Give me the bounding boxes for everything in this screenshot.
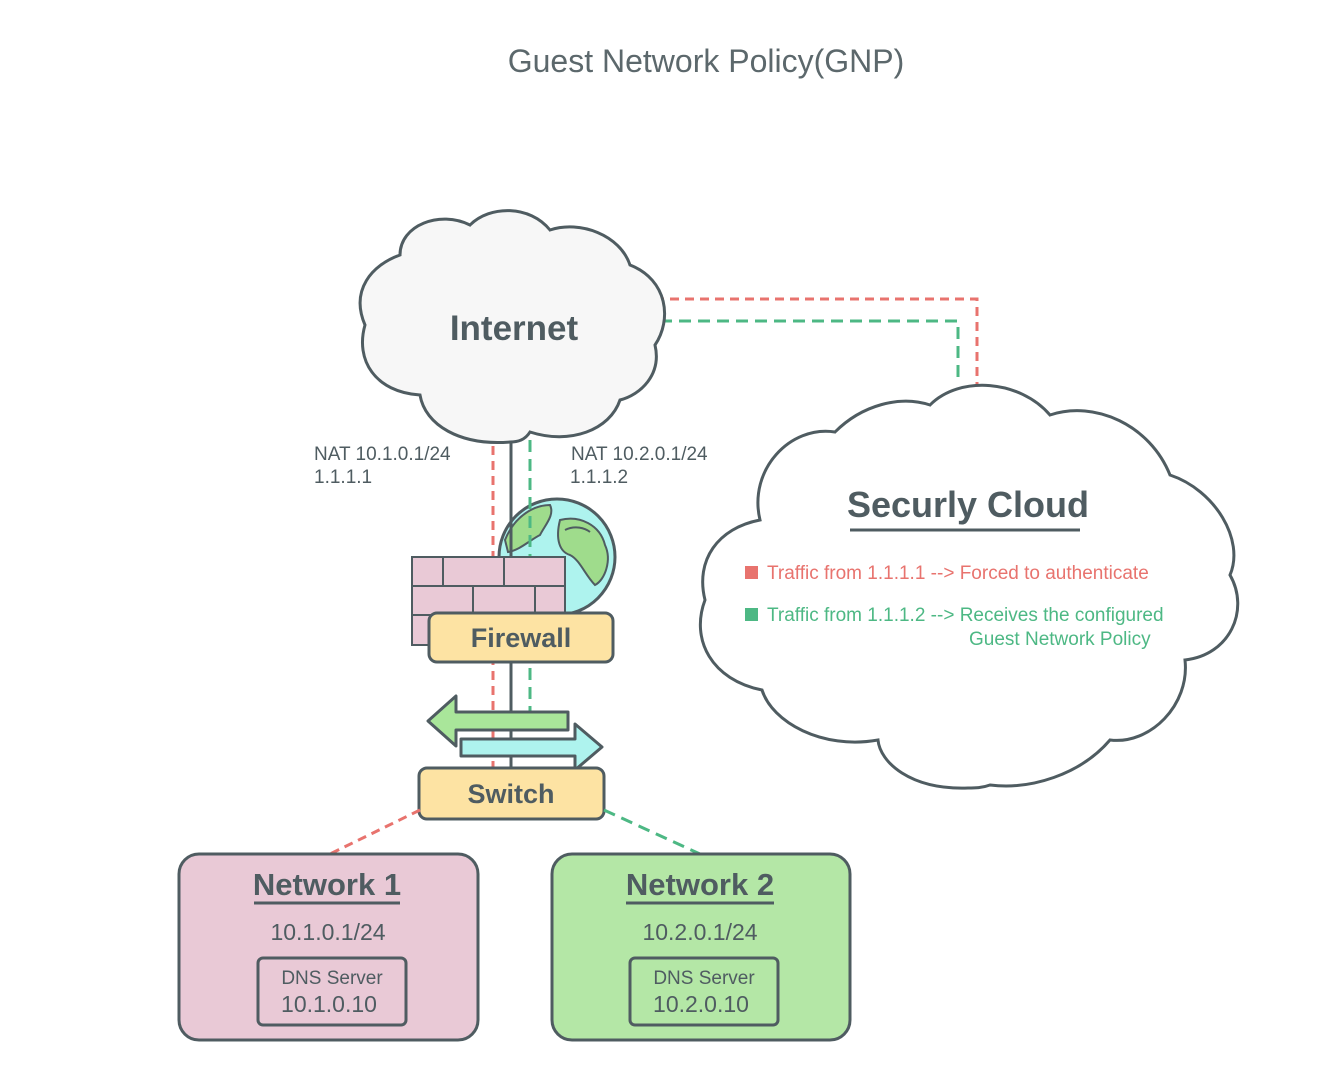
switch-node: Switch bbox=[417, 766, 606, 821]
legend-red-text: Traffic from 1.1.1.1 --> Forced to authe… bbox=[767, 563, 1149, 584]
internet-label: Internet bbox=[450, 309, 579, 348]
nat-left-line2: 1.1.1.1 bbox=[314, 467, 372, 488]
firewall-label: Firewall bbox=[471, 623, 572, 653]
network-1-dns-ip: 10.1.0.10 bbox=[281, 991, 377, 1017]
red-legend-swatch bbox=[745, 566, 758, 579]
red-traffic-link-cloud bbox=[655, 297, 979, 384]
network-1-box: Network 1 10.1.0.1/24 DNS Server 10.1.0.… bbox=[177, 852, 480, 1042]
legend-green-text: Traffic from 1.1.1.2 --> Receives the co… bbox=[767, 605, 1164, 626]
green-link-network2 bbox=[603, 808, 701, 856]
network-2-dns-label: DNS Server bbox=[653, 968, 755, 989]
traffic-arrows-icon bbox=[426, 694, 604, 772]
page-title: Guest Network Policy(GNP) bbox=[508, 43, 905, 79]
firewall-node: Firewall bbox=[427, 611, 615, 664]
legend-green-text-line2: Guest Network Policy bbox=[969, 629, 1151, 650]
securly-cloud: Securly Cloud Traffic from 1.1.1.1 --> F… bbox=[699, 383, 1240, 790]
nat-left-line1: NAT 10.1.0.1/24 bbox=[314, 444, 451, 465]
network-2-box: Network 2 10.2.0.1/24 DNS Server 10.2.0.… bbox=[550, 852, 852, 1042]
nat-right-line2: 1.1.1.2 bbox=[570, 467, 628, 488]
network-1-dns-box: DNS Server 10.1.0.10 bbox=[256, 956, 408, 1027]
securly-cloud-title: Securly Cloud bbox=[847, 484, 1089, 525]
red-link-network1 bbox=[329, 808, 421, 856]
nat-right-line1: NAT 10.2.0.1/24 bbox=[571, 444, 708, 465]
network-2-subnet: 10.2.0.1/24 bbox=[642, 919, 757, 945]
switch-label: Switch bbox=[467, 779, 554, 809]
internet-cloud: Internet bbox=[358, 209, 667, 444]
green-traffic-link-cloud bbox=[660, 319, 960, 384]
network-2-dns-ip: 10.2.0.10 bbox=[653, 991, 749, 1017]
network-2-dns-box: DNS Server 10.2.0.10 bbox=[628, 956, 780, 1027]
network-1-title: Network 1 bbox=[253, 867, 401, 902]
network-1-subnet: 10.1.0.1/24 bbox=[270, 919, 385, 945]
green-legend-swatch bbox=[745, 608, 758, 621]
network-2-title: Network 2 bbox=[626, 867, 774, 902]
network-1-dns-label: DNS Server bbox=[281, 968, 383, 989]
